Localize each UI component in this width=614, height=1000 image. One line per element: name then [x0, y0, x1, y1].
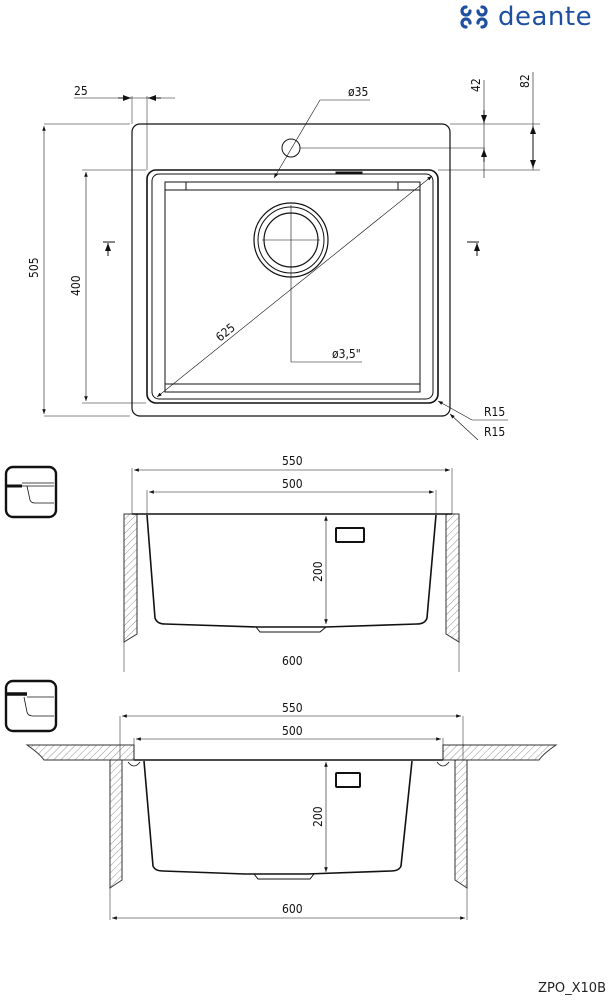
dim-cabinet-width: 600	[282, 902, 303, 916]
flush-mount-install-icon	[4, 679, 58, 733]
dim-rim-offset: 25	[74, 84, 88, 98]
dim-drain: ø3,5"	[332, 347, 361, 361]
drawing-code: ZPO_X10B	[538, 981, 606, 996]
dim-tap-hole-offset: 42	[469, 78, 483, 92]
dim-bowl-height: 200	[311, 806, 325, 827]
dim-overall-width: 550	[282, 701, 303, 715]
dim-outer-radius: R15	[484, 425, 505, 439]
dim-cabinet-width: 600	[282, 654, 303, 668]
brand-name: deante	[498, 2, 593, 32]
dim-diagonal: 625	[213, 320, 238, 344]
flush-mount-labels: 550 500 200 600	[282, 701, 325, 916]
dim-overall-width: 550	[282, 454, 303, 468]
brand-logo: deante	[456, 2, 592, 32]
dim-bowl-width: 500	[282, 477, 303, 491]
undermount-install-icon	[4, 465, 58, 519]
deante-logo-icon	[460, 5, 488, 29]
undermount-section	[123, 468, 460, 672]
flush-mount-section	[25, 714, 558, 920]
top-view	[42, 72, 540, 441]
dim-bowl-height: 200	[311, 561, 325, 582]
dim-bowl-depth: 400	[69, 275, 83, 296]
dim-overall-depth: 505	[27, 257, 41, 278]
dim-tap-hole: ø35	[348, 85, 368, 99]
dim-bowl-width: 500	[282, 724, 303, 738]
undermount-labels: 550 500 200 600	[282, 454, 325, 668]
dim-bowl-offset: 82	[518, 74, 532, 88]
dim-inner-radius: R15	[484, 405, 505, 419]
